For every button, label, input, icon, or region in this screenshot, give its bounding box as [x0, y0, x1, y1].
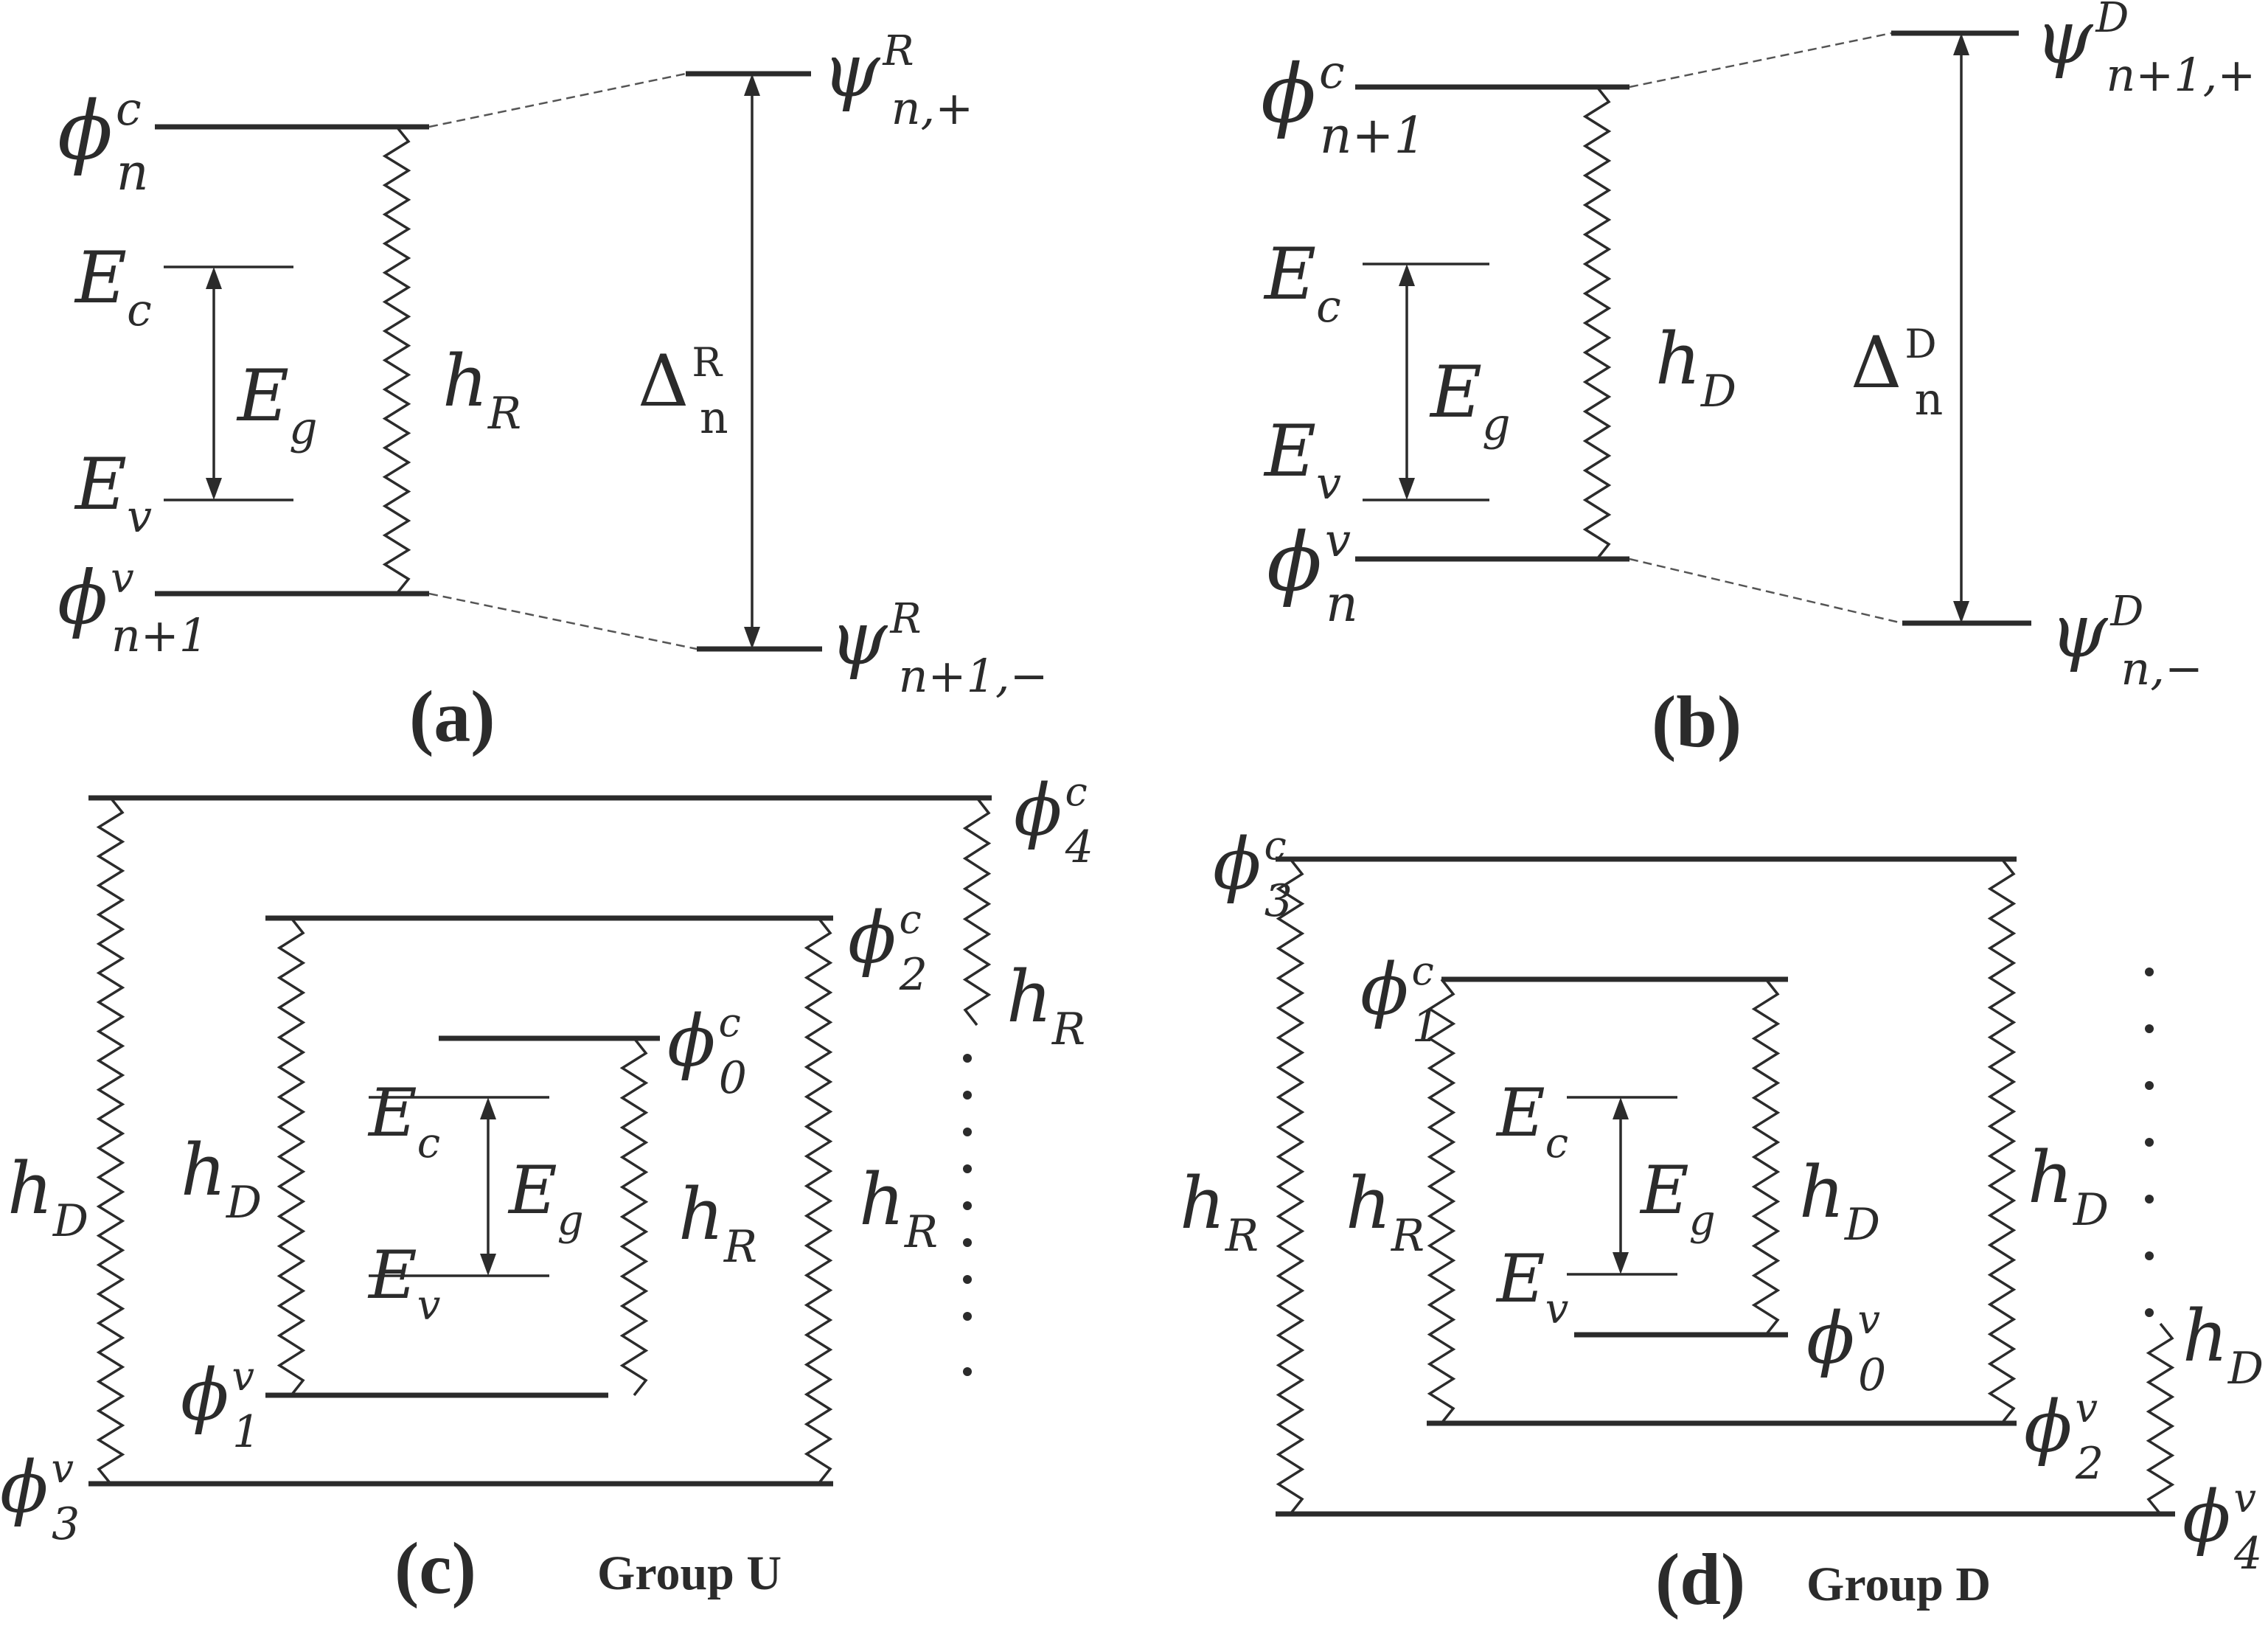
panel-label-c: (c): [394, 1527, 476, 1609]
dashed-connector: [428, 592, 698, 650]
Ec-label: Ec: [74, 237, 152, 336]
zigzag-hR-outer: [1276, 858, 1305, 1515]
zigzag-hR-outer: [962, 796, 992, 1027]
arrow-Delta: [744, 74, 760, 649]
zigzag-hD-inner: [1751, 978, 1781, 1336]
Eg-label: Eg: [507, 1152, 584, 1245]
h-label: hR: [442, 340, 521, 440]
h-label: hD: [1655, 318, 1736, 417]
hD-outer-label: hD: [2182, 1295, 2264, 1394]
Eg-label: Eg: [1429, 351, 1511, 451]
panel-label-d: (d): [1655, 1538, 1745, 1620]
undefined: [963, 1054, 972, 1376]
hR-mid-label: hR: [859, 1159, 938, 1258]
Ev-label: Ev: [367, 1237, 441, 1330]
zigzag-hR-mid: [804, 917, 833, 1485]
hD-outer-label: hD: [7, 1147, 88, 1247]
hR-outer-label: hR: [1180, 1162, 1259, 1262]
arrow-Eg: [206, 267, 222, 500]
zigzag-hD-outer: [2146, 1322, 2175, 1515]
hD-inner-label: hD: [1799, 1151, 1880, 1251]
zigzag-hR-inner: [619, 1037, 649, 1397]
dashed-connector: [428, 72, 686, 128]
arrow-Eg: [1613, 1097, 1629, 1274]
hR-inner-label: hR: [678, 1173, 757, 1273]
arrow-Delta: [1953, 33, 1969, 623]
undefined: [2145, 968, 2154, 1317]
Eg-label: Eg: [236, 355, 318, 454]
Ev-label: Ev: [74, 443, 152, 543]
dashed-connector: [1629, 558, 1903, 625]
Eg-label: Eg: [1639, 1152, 1716, 1245]
zigzag-hR: [382, 125, 411, 595]
arrow-Eg: [1399, 264, 1415, 500]
zigzag-hD-mid: [276, 917, 306, 1397]
Ec-label: Ec: [1495, 1074, 1568, 1167]
dashed-connector: [1629, 32, 1892, 88]
Ev-label: Ev: [1495, 1240, 1569, 1333]
Ec-label: Ec: [367, 1074, 440, 1167]
group-U-label: Group U: [597, 1546, 782, 1600]
Ev-label: Ev: [1263, 410, 1341, 510]
panel-label-a: (a): [409, 675, 495, 757]
hD-mid-label: hD: [181, 1129, 262, 1229]
hD-mid-label: hD: [2028, 1136, 2109, 1236]
Ec-label: Ec: [1263, 233, 1341, 333]
diagram-lines: [88, 30, 2175, 1517]
zigzag-hD-outer: [96, 796, 125, 1485]
zigzag-hD: [1582, 86, 1612, 560]
arrow-Eg: [480, 1097, 496, 1276]
hR-inner-label: hR: [1346, 1162, 1425, 1262]
panel-label-b: (b): [1652, 681, 1742, 763]
hR-outer-label: hR: [1006, 956, 1085, 1055]
zigzag-hR-inner: [1427, 978, 1456, 1425]
zigzag-hD-mid: [1987, 858, 2017, 1425]
group-D-label: Group D: [1806, 1557, 1991, 1611]
